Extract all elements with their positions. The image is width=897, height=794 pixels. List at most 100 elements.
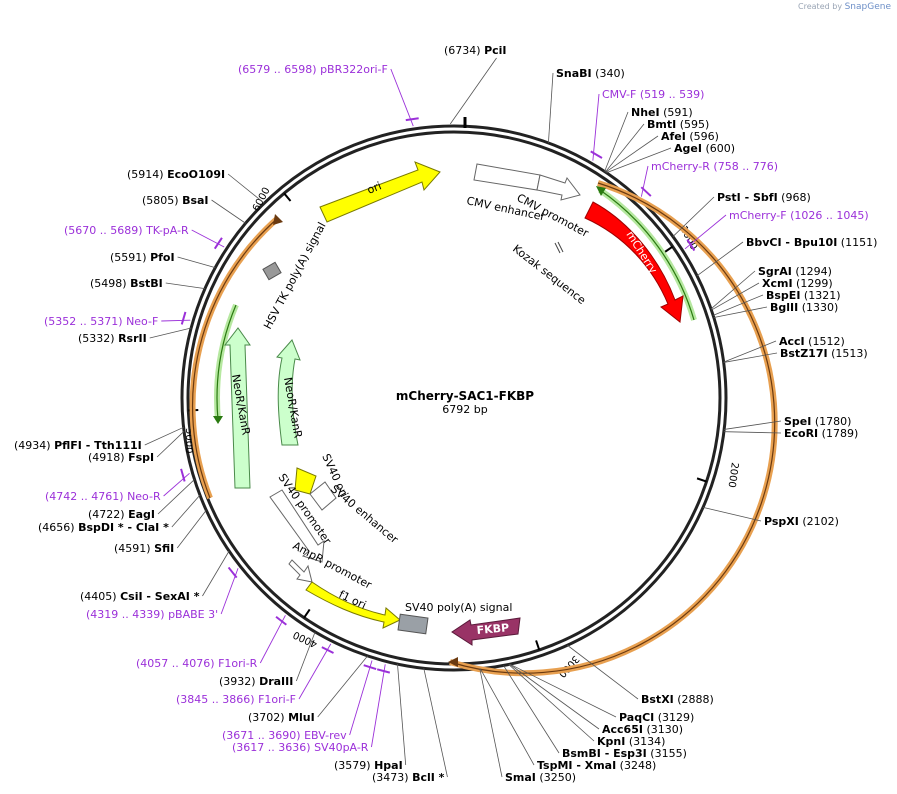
enzyme-site-24[interactable]: (3473) BclI * — [372, 771, 445, 784]
primer-site-2-part2: (758 .. 776) — [710, 160, 778, 173]
enzyme-site-17[interactable]: BstXI (2888) — [641, 693, 714, 706]
enzyme-site-36[interactable]: (5591) PfoI — [110, 251, 175, 264]
primer-site-0-part1: (6579 .. 6598) — [238, 63, 320, 76]
enzyme-site-28[interactable]: (4405) CsiI - SexAI * — [80, 590, 200, 603]
enzyme-site-6[interactable]: PstI - SbfI (968) — [717, 191, 811, 204]
feature-fkbp-arrow[interactable] — [451, 617, 521, 646]
enzyme-site-4[interactable]: AfeI (596) — [661, 130, 719, 143]
primer-site-4[interactable]: (5670 .. 5689) TK-pA-R — [64, 224, 189, 237]
label-leaders — [144, 57, 782, 778]
enzyme-site-1-leader — [548, 72, 554, 143]
enzyme-site-18[interactable]: PaqCI (3129) — [619, 711, 694, 724]
enzyme-site-29-leader — [176, 509, 207, 549]
enzyme-site-11-leader — [713, 306, 768, 318]
primer-site-0[interactable]: (6579 .. 6598) pBR322ori-F — [238, 63, 388, 76]
feature-ampr-promoter-arrow[interactable] — [288, 559, 313, 583]
enzyme-site-3-leader — [605, 123, 645, 173]
feature-neor-inner-arrow[interactable] — [276, 339, 301, 446]
primer-site-6[interactable]: (4742 .. 4761) Neo-R — [45, 490, 161, 503]
enzyme-site-3[interactable]: BmtI (595) — [647, 118, 709, 131]
enzyme-site-19[interactable]: Acc65I (3130) — [602, 723, 683, 736]
primer-site-6-part1: (4742 .. 4761) — [45, 490, 127, 503]
enzyme-site-26[interactable]: (3702) MluI — [248, 711, 315, 724]
enzyme-site-33-part2: PflFI - Tth111I — [54, 439, 142, 452]
primer-site-3[interactable]: mCherry-F (1026 .. 1045) — [729, 209, 869, 222]
enzyme-site-20[interactable]: KpnI (3134) — [597, 735, 665, 748]
enzyme-site-24-leader — [423, 668, 448, 778]
feature-mcherry-arrow[interactable] — [584, 201, 684, 323]
enzyme-site-32[interactable]: (4918) FspI — [88, 451, 154, 464]
enzyme-site-25-part1: (3579) — [334, 759, 374, 772]
feature-kozak-label: Kozak sequence — [510, 242, 588, 307]
snapgene-credit: Created by SnapGene — [798, 2, 891, 12]
enzyme-site-31-leader — [157, 479, 195, 515]
enzyme-site-13-part2: (1513) — [828, 347, 868, 360]
feature-hsv-tk-polya-box[interactable] — [262, 261, 282, 281]
kozak-mark-2 — [557, 241, 564, 253]
primer-site-2[interactable]: mCherry-R (758 .. 776) — [651, 160, 778, 173]
primer-site-8-leader — [259, 615, 286, 664]
enzyme-site-13[interactable]: BstZ17I (1513) — [780, 347, 868, 360]
enzyme-site-36-part2: PfoI — [150, 251, 175, 264]
feature-neor-outer-arrow[interactable] — [223, 327, 251, 489]
enzyme-site-14[interactable]: SpeI (1780) — [784, 415, 851, 428]
primer-site-7[interactable]: (4319 .. 4339) pBABE 3' — [86, 608, 218, 621]
kozak-mark-1 — [554, 242, 561, 254]
enzyme-site-30-part1: (4656) — [38, 521, 78, 534]
enzyme-site-13-part1: BstZ17I — [780, 347, 828, 360]
enzyme-site-24-part1: (3473) — [372, 771, 412, 784]
enzyme-site-2-leader — [604, 111, 629, 172]
enzyme-site-2[interactable]: NheI (591) — [631, 106, 693, 119]
enzyme-site-16-part1: PspXI — [764, 515, 799, 528]
enzyme-site-5[interactable]: AgeI (600) — [674, 142, 735, 155]
feature-sv40-polya-box[interactable] — [397, 613, 429, 635]
primer-site-5[interactable]: (5352 .. 5371) Neo-F — [44, 315, 158, 328]
primer-site-1-leader — [592, 93, 600, 161]
enzyme-site-23[interactable]: SmaI (3250) — [505, 771, 576, 784]
primer-site-10[interactable]: (3671 .. 3690) EBV-rev — [222, 729, 347, 742]
enzyme-site-30[interactable]: (4656) BspDI * - ClaI * — [38, 521, 169, 534]
feature-cmv-promoter-arrow[interactable] — [536, 174, 581, 201]
enzyme-site-22[interactable]: TspMI - XmaI (3248) — [537, 759, 656, 772]
primer-site-5-part2: Neo-F — [126, 315, 158, 328]
enzyme-site-9[interactable]: XcmI (1299) — [762, 277, 833, 290]
feature-sv40-enhancer-box[interactable] — [309, 481, 337, 511]
enzyme-site-29[interactable]: (4591) SfiI — [114, 542, 174, 555]
feature-f1-ori-arrow[interactable] — [305, 581, 401, 629]
feature-sv40-promoter-arrow[interactable] — [269, 489, 325, 563]
enzyme-site-12[interactable]: AccI (1512) — [779, 335, 845, 348]
primer-site-8[interactable]: (4057 .. 4076) F1ori-R — [136, 657, 258, 670]
enzyme-site-4-part1: AfeI — [661, 130, 686, 143]
primer-site-9[interactable]: (3845 .. 3866) F1ori-F — [176, 693, 296, 706]
backbone-outer-ring — [180, 124, 728, 672]
tick-mark-4000 — [303, 608, 311, 619]
primer-site-9-part1: (3845 .. 3866) — [176, 693, 258, 706]
enzyme-site-1[interactable]: SnaBI (340) — [556, 67, 625, 80]
primer-site-11[interactable]: (3617 .. 3636) SV40pA-R — [232, 741, 369, 754]
enzyme-site-31[interactable]: (4722) EagI — [88, 508, 155, 521]
enzyme-site-0[interactable]: (6734) PciI — [444, 44, 507, 57]
primer-site-11-part1: (3617 .. 3636) — [232, 741, 314, 754]
enzyme-site-7[interactable]: BbvCI - Bpu10I (1151) — [746, 236, 877, 249]
enzyme-site-16[interactable]: PspXI (2102) — [764, 515, 839, 528]
enzyme-site-37[interactable]: (5805) BsaI — [142, 194, 209, 207]
enzyme-site-34[interactable]: (5332) RsrII — [78, 332, 147, 345]
enzyme-site-27[interactable]: (3932) DraIII — [219, 675, 293, 688]
enzyme-site-21[interactable]: BsmBI - Esp3I (3155) — [562, 747, 687, 760]
primer-site-1[interactable]: CMV-F (519 .. 539) — [602, 88, 704, 101]
enzyme-site-33[interactable]: (4934) PflFI - Tth111I — [14, 439, 142, 452]
enzyme-site-10[interactable]: BspEI (1321) — [766, 289, 841, 302]
enzyme-site-8[interactable]: SgrAI (1294) — [758, 265, 832, 278]
enzyme-site-25[interactable]: (3579) HpaI — [334, 759, 403, 772]
enzyme-site-35[interactable]: (5498) BstBI — [90, 277, 163, 290]
tick-label-2000: 2000 — [725, 462, 739, 489]
feature-ori-arrow[interactable] — [319, 161, 441, 223]
enzyme-site-11[interactable]: BglII (1330) — [770, 301, 838, 314]
enzyme-site-14-part1: SpeI — [784, 415, 811, 428]
enzyme-site-15[interactable]: EcoRI (1789) — [784, 427, 858, 440]
orf-arc-right — [449, 180, 778, 677]
enzyme-site-38[interactable]: (5914) EcoO109I — [127, 168, 225, 181]
enzyme-site-21-leader — [503, 665, 560, 754]
feature-cmv-enhancer-arrow[interactable] — [473, 163, 541, 191]
enzyme-site-22-part2: (3248) — [616, 759, 656, 772]
